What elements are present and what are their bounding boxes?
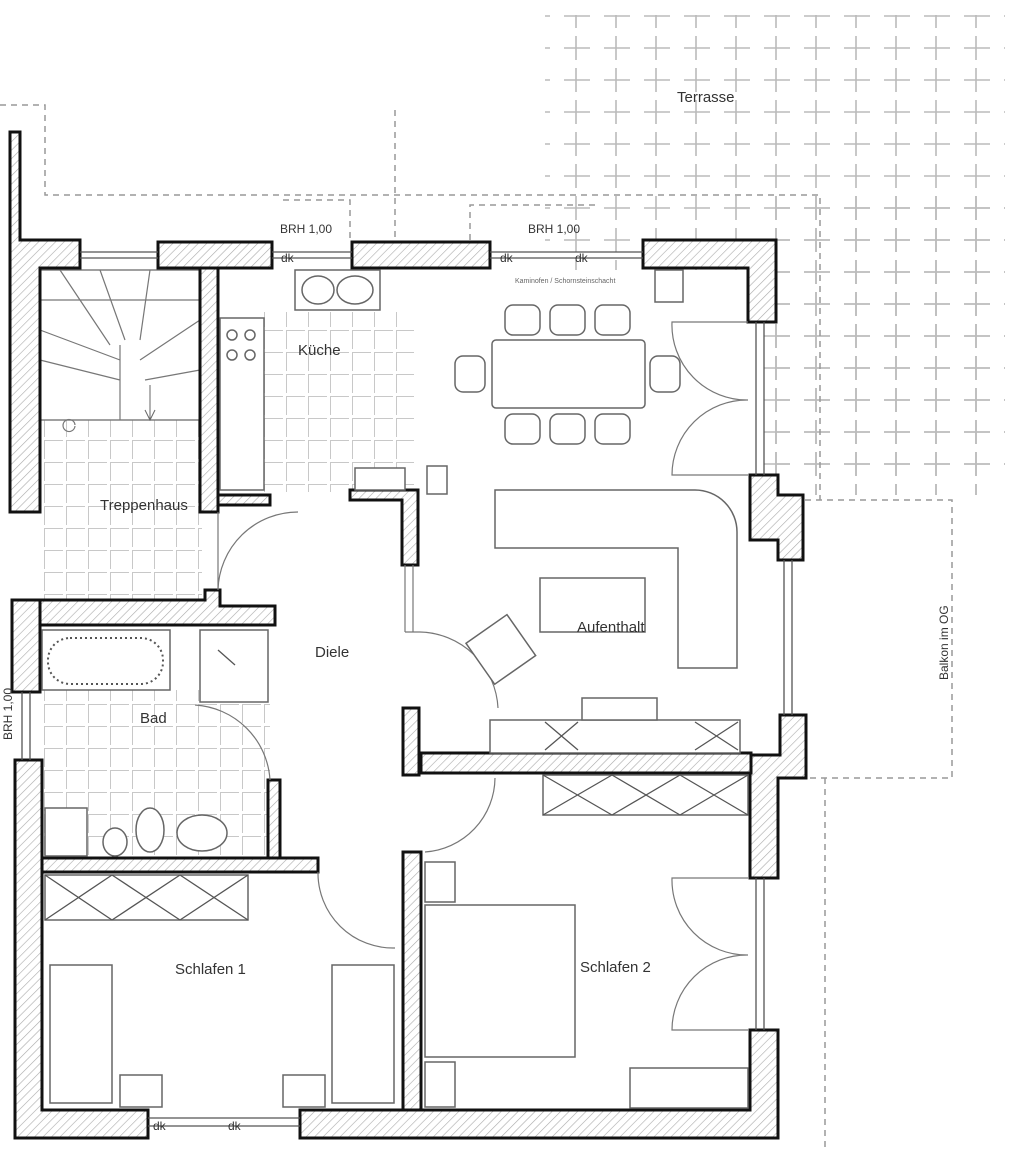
kitchen-fixtures — [219, 269, 684, 495]
room-label-balcony: Balkon im OG — [937, 605, 951, 680]
doors — [194, 321, 749, 1031]
room-label-bedroom1: Schlafen 1 — [175, 961, 246, 978]
dashed-outlines — [0, 104, 953, 1150]
room-label-stairwell: Treppenhaus — [100, 497, 188, 514]
room-label-kitchen: Küche — [298, 342, 341, 359]
staircase — [39, 269, 201, 433]
tilt-turn-label: dk — [575, 251, 589, 265]
sill-height-label: BRH 1,00 — [1, 688, 15, 740]
sill-height-label: BRH 1,00 — [280, 222, 332, 236]
tilt-turn-label: dk — [153, 1119, 167, 1133]
svg-text:Kaminofen / Schornsteinschacht: Kaminofen / Schornsteinschacht — [515, 278, 615, 285]
room-label-bath: Bad — [140, 710, 167, 727]
kitchen-floor — [264, 312, 414, 492]
windows — [21, 251, 793, 1127]
tilt-turn-label: dk — [281, 251, 295, 265]
room-label-living: Aufenthalt — [577, 619, 645, 636]
tilt-turn-label: dk — [500, 251, 514, 265]
living-furniture — [464, 489, 741, 754]
bedroom1-furniture — [44, 874, 395, 1108]
stairwell-floor — [42, 420, 202, 600]
sill-height-label: BRH 1,00 — [528, 222, 580, 236]
dining-set: Kaminofen / Schornsteinschacht — [454, 278, 681, 445]
bath-fixtures — [41, 629, 269, 857]
tilt-turn-label: dk — [228, 1119, 242, 1133]
room-label-bedroom2: Schlafen 2 — [580, 959, 651, 976]
room-label-terrace: Terrasse — [677, 89, 735, 106]
room-label-hall: Diele — [315, 644, 349, 661]
bedroom2-furniture — [424, 774, 749, 1109]
walls — [8, 130, 808, 1140]
